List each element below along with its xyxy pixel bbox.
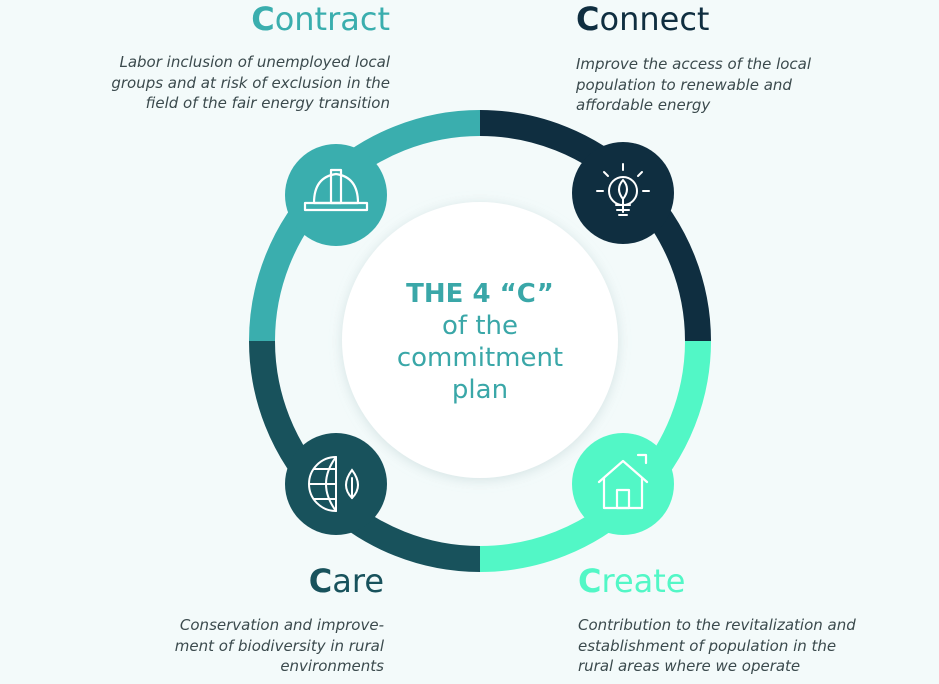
contract-title: Contract	[40, 0, 390, 38]
hard-hat-icon	[303, 168, 369, 212]
contract-initial: C	[251, 0, 275, 38]
connect-node	[572, 142, 674, 244]
create-description: Contribution to the revitalization and e…	[578, 615, 933, 677]
create-title-rest: reate	[601, 562, 686, 600]
care-initial: C	[308, 562, 333, 600]
care-description: Conservation and improve- ment of biodiv…	[84, 615, 384, 677]
create-desc-line: Contribution to the revitalization and	[578, 616, 856, 634]
create-desc-line: establishment of population in the	[578, 636, 837, 655]
care-desc-line: ment of biodiversity in rural	[174, 636, 384, 655]
connect-initial: C	[576, 0, 600, 38]
contract-title-rest: ontract	[274, 0, 390, 38]
contract-node	[285, 144, 387, 246]
center-line-plan: plan	[451, 375, 509, 405]
connect-title: Connect	[576, 0, 906, 38]
create-title: Create	[578, 562, 933, 600]
care-node	[285, 433, 387, 535]
connect-description: Improve the access of the local populati…	[576, 54, 906, 116]
connect-desc-line: population to renewable and	[576, 75, 792, 94]
care-title-rest: are	[332, 562, 384, 600]
globe-leaf-icon	[308, 456, 359, 512]
connect-section: Connect Improve the access of the local …	[576, 0, 906, 116]
create-section: Create Contribution to the revitalizatio…	[578, 562, 933, 677]
center-label: THE 4 “C” of the commitment plan	[352, 278, 608, 406]
contract-description: Labor inclusion of unemployed local grou…	[40, 52, 390, 114]
create-desc-line: rural areas where we operate	[578, 657, 801, 675]
center-line-commitment: commitment	[396, 343, 564, 373]
lightbulb-leaf-icon	[596, 163, 650, 216]
center-heading: THE 4 “C”	[406, 279, 554, 309]
create-node	[572, 433, 674, 535]
care-title: Care	[84, 562, 384, 600]
contract-desc-line: groups and at risk of exclusion in the	[111, 73, 390, 92]
contract-section: Contract Labor inclusion of unemployed l…	[40, 0, 390, 114]
connect-desc-line: affordable energy	[576, 96, 711, 114]
care-section: Care Conservation and improve- ment of b…	[84, 562, 384, 677]
care-desc-line: Conservation and improve-	[179, 616, 384, 634]
create-initial: C	[578, 562, 602, 600]
connect-title-rest: onnect	[599, 0, 710, 38]
contract-desc-line: Labor inclusion of unemployed local	[119, 53, 390, 71]
center-circle	[342, 202, 618, 478]
house-icon	[597, 453, 649, 510]
contract-desc-line: field of the fair energy transition	[145, 94, 390, 112]
connect-desc-line: Improve the access of the local	[576, 55, 812, 73]
center-line-of-the: of the	[442, 311, 518, 341]
care-desc-line: environments	[280, 657, 384, 675]
